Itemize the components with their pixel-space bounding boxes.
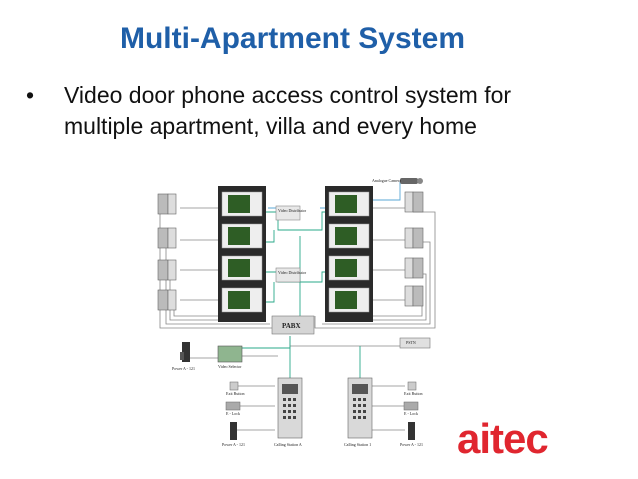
monitor-column-left — [218, 186, 266, 322]
pstn-label: PSTN — [406, 340, 416, 345]
bullet-text: Video door phone access control system f… — [64, 80, 534, 142]
exit-button-left — [230, 382, 238, 390]
power-bottom-left-label: Power A - 121 — [222, 442, 245, 447]
power-unit-bottom-left — [230, 422, 237, 440]
monitor-column-right — [325, 186, 373, 322]
aitec-logo: aitec — [457, 420, 592, 460]
calling-station-left — [278, 378, 302, 438]
video-distributor-1-label: Video Distributor — [278, 208, 307, 213]
camera-icon — [400, 178, 423, 184]
power-bottom-right-label: Power A - 121 — [400, 442, 423, 447]
video-selector-device — [218, 346, 242, 362]
svg-text:aitec: aitec — [457, 420, 548, 460]
video-distributor-2-label: Video Distributor — [278, 270, 307, 275]
bullet-dot: • — [26, 80, 34, 111]
handset-group-left — [158, 194, 176, 310]
handset-group-right — [405, 192, 423, 306]
elock-right-label: E - Lock — [404, 411, 418, 416]
power-unit-left — [180, 342, 190, 362]
power-unit-bottom-right — [408, 422, 415, 440]
slide-title: Multi-Apartment System — [0, 22, 585, 56]
system-diagram: Analogue Camera Video Distributor Video … — [150, 178, 450, 468]
power-left-label: Power A - 121 — [172, 366, 195, 371]
calling-station-right-label: Calling Station 1 — [344, 442, 371, 447]
video-selector-label: Video Selector — [218, 364, 242, 369]
exit-left-label: Exit Button — [226, 391, 245, 396]
calling-station-left-label: Calling Station A — [274, 442, 302, 447]
calling-station-right — [348, 378, 372, 438]
exit-button-right — [408, 382, 416, 390]
exit-right-label: Exit Button — [404, 391, 423, 396]
camera-label: Analogue Camera — [372, 178, 401, 183]
elock-right — [404, 402, 418, 410]
pabx-label: PABX — [282, 322, 301, 330]
elock-left-label: E - Lock — [226, 411, 240, 416]
elock-left — [226, 402, 240, 410]
